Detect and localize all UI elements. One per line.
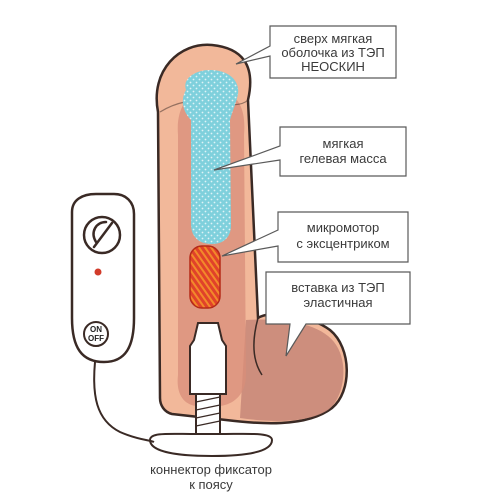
callout-gel: мягкая гелевая масса: [213, 126, 407, 177]
callout-shell-line1: сверх мягкая: [294, 31, 373, 46]
caption-line1: коннектор фиксатор: [150, 462, 272, 477]
dial-icon: [92, 220, 114, 249]
callout-insert-box: [265, 271, 411, 357]
callout-motor: микромотор с эксцентриком: [221, 211, 409, 263]
on-label: ON: [90, 325, 102, 334]
callout-insert: вставка из ТЭП эластичная: [265, 271, 411, 357]
off-label: OFF: [88, 334, 104, 343]
callout-gel-line2: гелевая масса: [299, 151, 387, 166]
suction-base: [148, 432, 274, 458]
callout-shell-line2: оболочка из ТЭП: [281, 45, 384, 60]
callout-motor-line1: микромотор: [307, 220, 380, 235]
power-button[interactable]: [83, 321, 109, 347]
callout-gel-line1: мягкая: [323, 136, 364, 151]
connector-head: [189, 322, 227, 395]
remote-control: ON OFF: [70, 192, 155, 443]
callout-gel-box: [213, 126, 407, 177]
base-ridge: [253, 317, 263, 376]
micromotor: [189, 245, 221, 309]
led-indicator: [94, 268, 102, 276]
gel-core: [182, 70, 239, 244]
callout-insert-line2: эластичная: [303, 295, 372, 310]
callout-motor-line2: с эксцентриком: [296, 236, 389, 251]
callout-shell: сверх мягкая оболочка из ТЭП НЕОСКИН: [235, 25, 397, 79]
remote-cable: [93, 361, 155, 443]
callout-motor-box: [221, 211, 409, 263]
base-balls: [240, 319, 344, 421]
callout-insert-line1: вставка из ТЭП: [291, 280, 384, 295]
caption-line2: к поясу: [189, 477, 233, 492]
callout-shell-box: [235, 25, 397, 79]
callout-shell-line3: НЕОСКИН: [301, 59, 365, 74]
connector: [148, 322, 274, 458]
